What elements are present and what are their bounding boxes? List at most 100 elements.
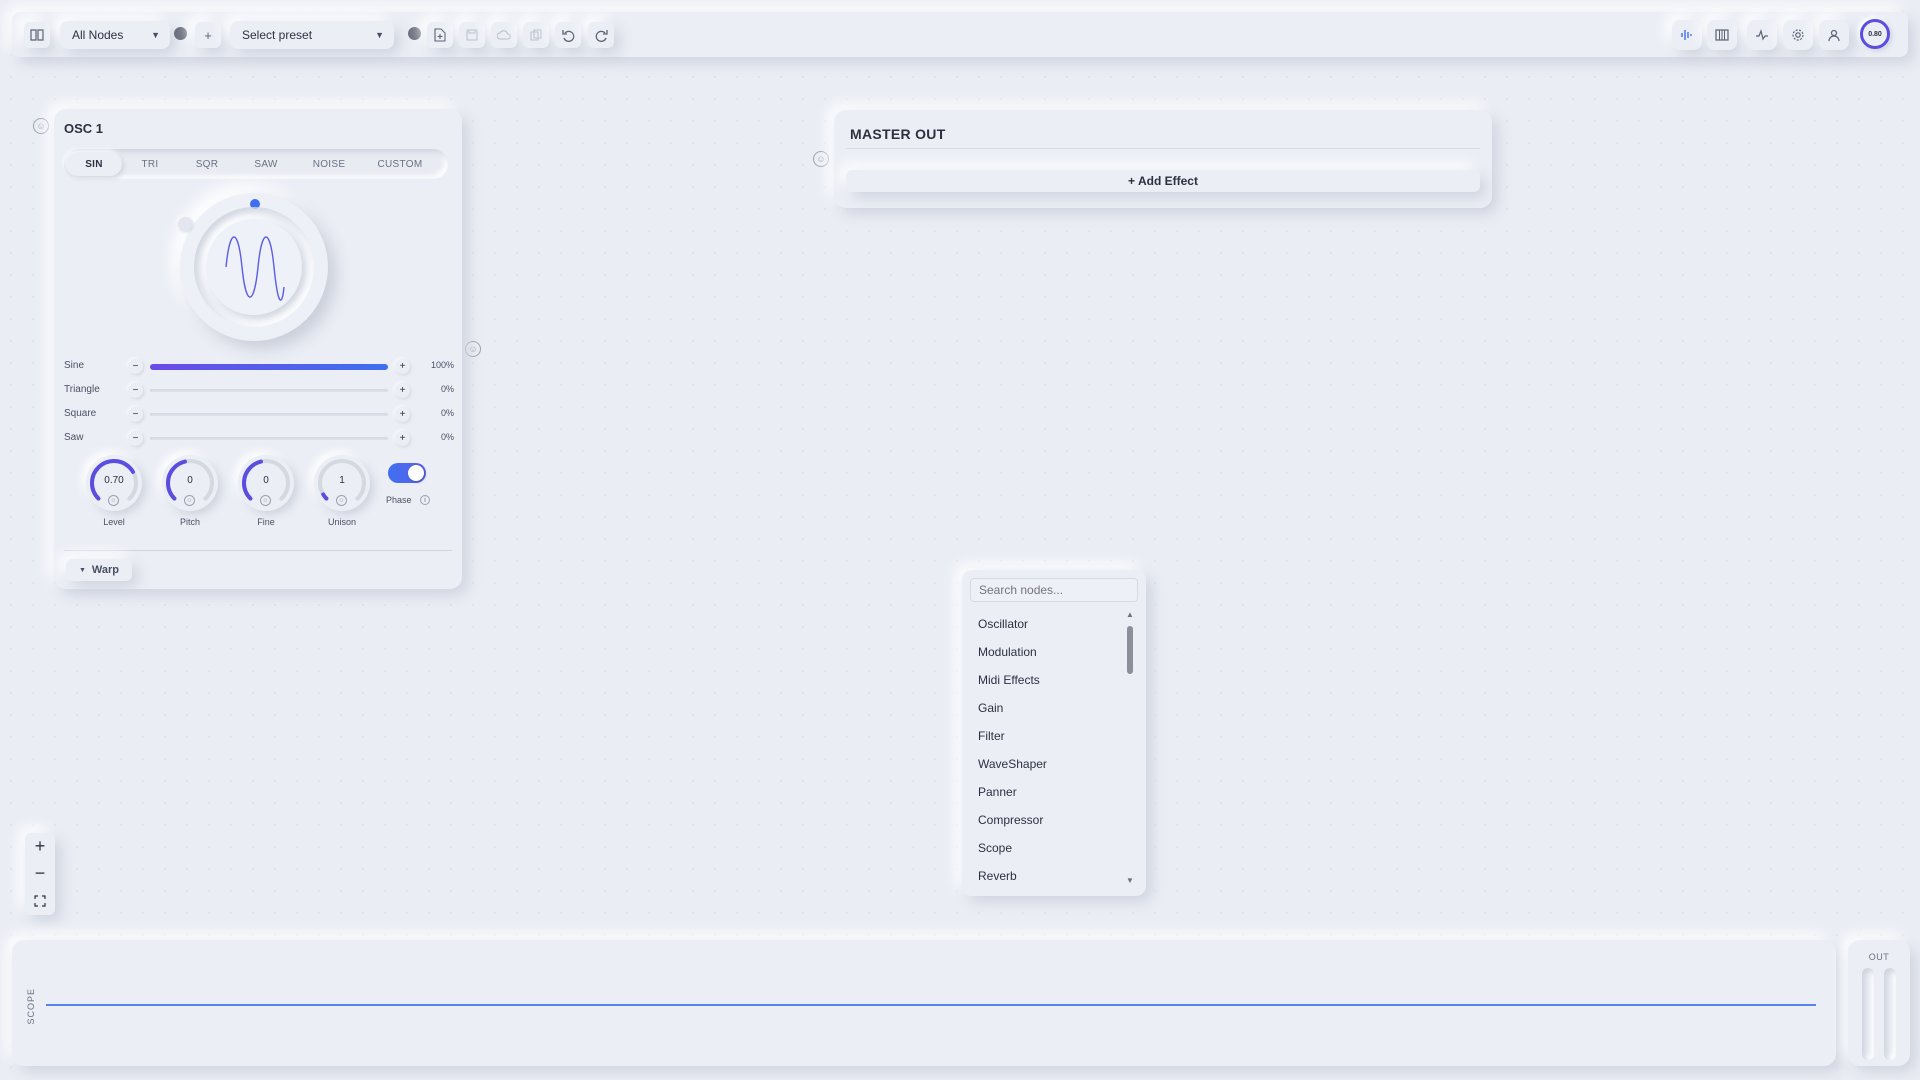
phase-label: Phase xyxy=(386,495,412,505)
increment-button[interactable]: + xyxy=(395,359,410,374)
tab-sqr[interactable]: SQR xyxy=(195,158,219,170)
save-icon xyxy=(466,29,478,41)
node-menu-item[interactable]: Filter xyxy=(978,729,1005,743)
node-menu-item[interactable]: WaveShaper xyxy=(978,757,1047,771)
knob-dial[interactable]: 0☺ xyxy=(238,455,294,511)
mix-label: Sine xyxy=(64,360,85,371)
nodes-filter-select[interactable]: All Nodes ▼ xyxy=(60,21,170,49)
node-menu-item[interactable]: Gain xyxy=(978,701,1004,715)
scroll-down-icon[interactable]: ▼ xyxy=(1126,876,1134,885)
redo-icon xyxy=(595,29,608,42)
activity-icon xyxy=(1756,29,1768,41)
fullscreen-icon xyxy=(34,894,46,907)
undo-icon xyxy=(561,29,574,42)
knob-pitch[interactable]: 0☺Pitch xyxy=(160,455,220,535)
toggle-thumb xyxy=(408,465,424,481)
master-volume-knob[interactable]: 0.80 xyxy=(1860,19,1890,49)
new-file-button[interactable] xyxy=(427,22,453,48)
waveform-knob[interactable] xyxy=(178,193,328,341)
tab-tri[interactable]: TRI xyxy=(141,158,159,170)
decrement-button[interactable]: − xyxy=(128,383,143,398)
knob-unison[interactable]: 1☺Unison xyxy=(312,455,372,535)
zoom-in-button[interactable]: + xyxy=(25,833,55,860)
node-menu-item[interactable]: Midi Effects xyxy=(978,673,1040,687)
osc-output-port-icon[interactable]: ☺ xyxy=(465,341,481,357)
tab-custom[interactable]: CUSTOM xyxy=(377,158,423,170)
node-menu-item[interactable]: Modulation xyxy=(978,645,1037,659)
warp-label: Warp xyxy=(91,564,120,576)
scroll-up-icon[interactable]: ▲ xyxy=(1126,610,1134,619)
mix-slider[interactable] xyxy=(150,389,388,392)
modulate-icon[interactable]: ☺ xyxy=(184,495,195,506)
knob-label: Pitch xyxy=(179,517,200,527)
info-icon[interactable]: i xyxy=(420,495,430,505)
piano-view-button[interactable] xyxy=(1707,20,1737,50)
node-menu-item[interactable]: Reverb xyxy=(978,869,1017,883)
decrement-button[interactable]: − xyxy=(128,359,143,374)
modulate-icon[interactable]: ☺ xyxy=(336,495,347,506)
knob-dial[interactable]: 0☺ xyxy=(162,455,218,511)
knob-level[interactable]: 0.70☺Level xyxy=(84,455,144,535)
settings-button[interactable] xyxy=(1783,20,1813,50)
knob-grip[interactable] xyxy=(178,217,192,231)
phase-toggle[interactable] xyxy=(388,463,426,483)
user-icon xyxy=(1828,29,1840,42)
fit-view-button[interactable] xyxy=(25,887,55,914)
activity-button[interactable] xyxy=(1747,20,1777,50)
plus-icon: + xyxy=(34,836,46,856)
mix-value: 0% xyxy=(440,384,454,394)
node-menu-item[interactable]: Compressor xyxy=(978,813,1044,827)
copy-icon xyxy=(530,29,542,41)
modulate-icon[interactable]: ☺ xyxy=(108,495,119,506)
waveform-preview xyxy=(206,219,302,315)
node-search-input[interactable] xyxy=(970,578,1138,602)
mix-slider[interactable] xyxy=(150,437,388,440)
node-menu-item[interactable]: Scope xyxy=(978,841,1013,855)
increment-button[interactable]: + xyxy=(395,407,410,422)
mix-slider[interactable] xyxy=(150,364,388,370)
node-menu-item[interactable]: Oscillator xyxy=(978,617,1029,631)
knob-indicator-dot xyxy=(250,199,260,209)
divider xyxy=(846,148,1480,149)
warp-button[interactable]: ▼ Warp xyxy=(66,559,132,581)
add-effect-button[interactable]: + Add Effect xyxy=(846,170,1480,192)
zoom-out-button[interactable]: − xyxy=(25,860,55,887)
node-list-scrollbar[interactable]: ▲ ▼ xyxy=(1125,610,1135,888)
scroll-thumb[interactable] xyxy=(1127,626,1133,674)
add-button[interactable]: + xyxy=(195,22,221,48)
tab-saw[interactable]: SAW xyxy=(254,158,278,170)
knob-dial[interactable]: 1☺ xyxy=(314,455,370,511)
user-button[interactable] xyxy=(1819,20,1849,50)
caret-down-icon: ▼ xyxy=(78,566,86,574)
decrement-button[interactable]: − xyxy=(128,407,143,422)
book-icon[interactable] xyxy=(24,22,50,48)
increment-button[interactable]: + xyxy=(395,383,410,398)
modulate-icon[interactable]: ☺ xyxy=(260,495,271,506)
master-out-title: MASTER OUT xyxy=(850,126,946,142)
knob-arc xyxy=(166,459,214,507)
increment-button[interactable]: + xyxy=(395,431,410,446)
decrement-button[interactable]: − xyxy=(128,431,143,446)
osc-input-port-icon[interactable]: ☺ xyxy=(33,118,49,134)
waveform-view-button[interactable] xyxy=(1672,20,1702,50)
mix-slider[interactable] xyxy=(150,413,388,416)
redo-button[interactable] xyxy=(588,22,614,48)
tab-noise[interactable]: NOISE xyxy=(312,158,346,170)
copy-button[interactable] xyxy=(523,22,549,48)
mix-label: Square xyxy=(64,408,97,419)
node-menu-item[interactable]: Panner xyxy=(978,785,1017,799)
tab-sin[interactable]: SIN xyxy=(66,152,122,176)
master-input-port-icon[interactable]: ☺ xyxy=(813,151,829,167)
mix-value: 0% xyxy=(440,432,454,442)
undo-button[interactable] xyxy=(555,22,581,48)
mix-row-square: Square−+0% xyxy=(64,405,454,423)
out-meter-panel: OUT xyxy=(1848,940,1910,1066)
knob-value: 0 xyxy=(187,475,193,486)
knob-dial[interactable]: 0.70☺ xyxy=(86,455,142,511)
preset-select[interactable]: Select preset ▼ xyxy=(230,21,394,49)
master-out-panel: MASTER OUT + Add Effect xyxy=(834,110,1492,208)
save-button[interactable] xyxy=(459,22,485,48)
cloud-upload-button[interactable] xyxy=(491,22,517,48)
knob-fine[interactable]: 0☺Fine xyxy=(236,455,296,535)
